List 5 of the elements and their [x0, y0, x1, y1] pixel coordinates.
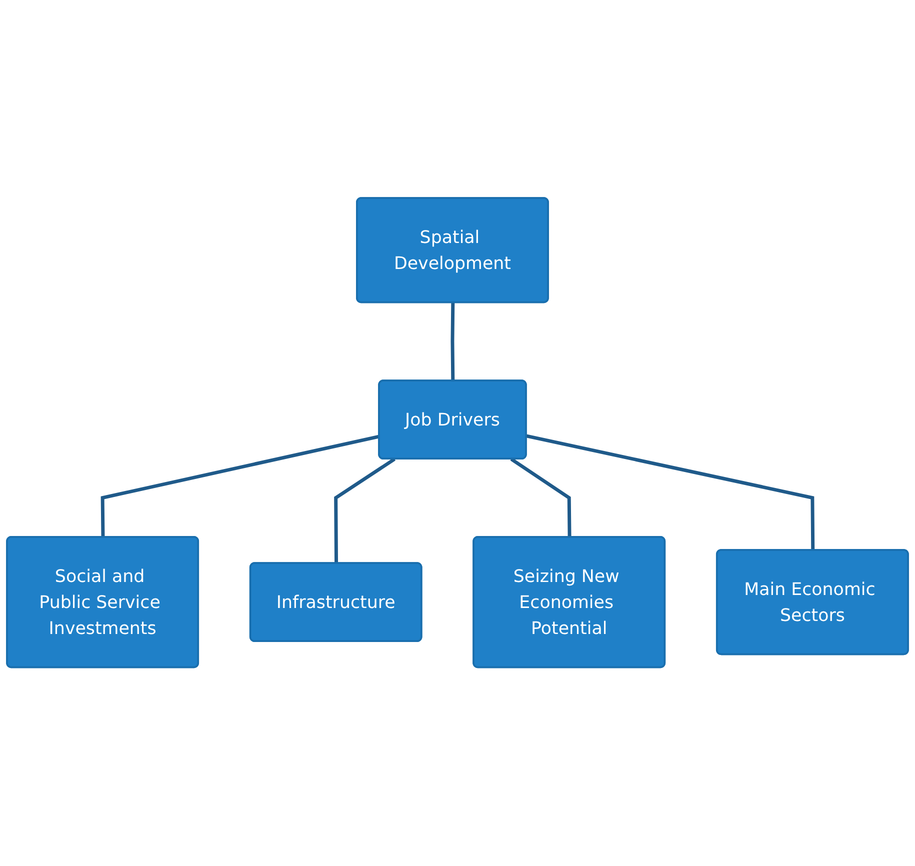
connector [334, 458, 396, 564]
connector [100, 435, 380, 538]
connector [450, 303, 455, 382]
connector [510, 458, 572, 538]
connector [526, 434, 815, 551]
